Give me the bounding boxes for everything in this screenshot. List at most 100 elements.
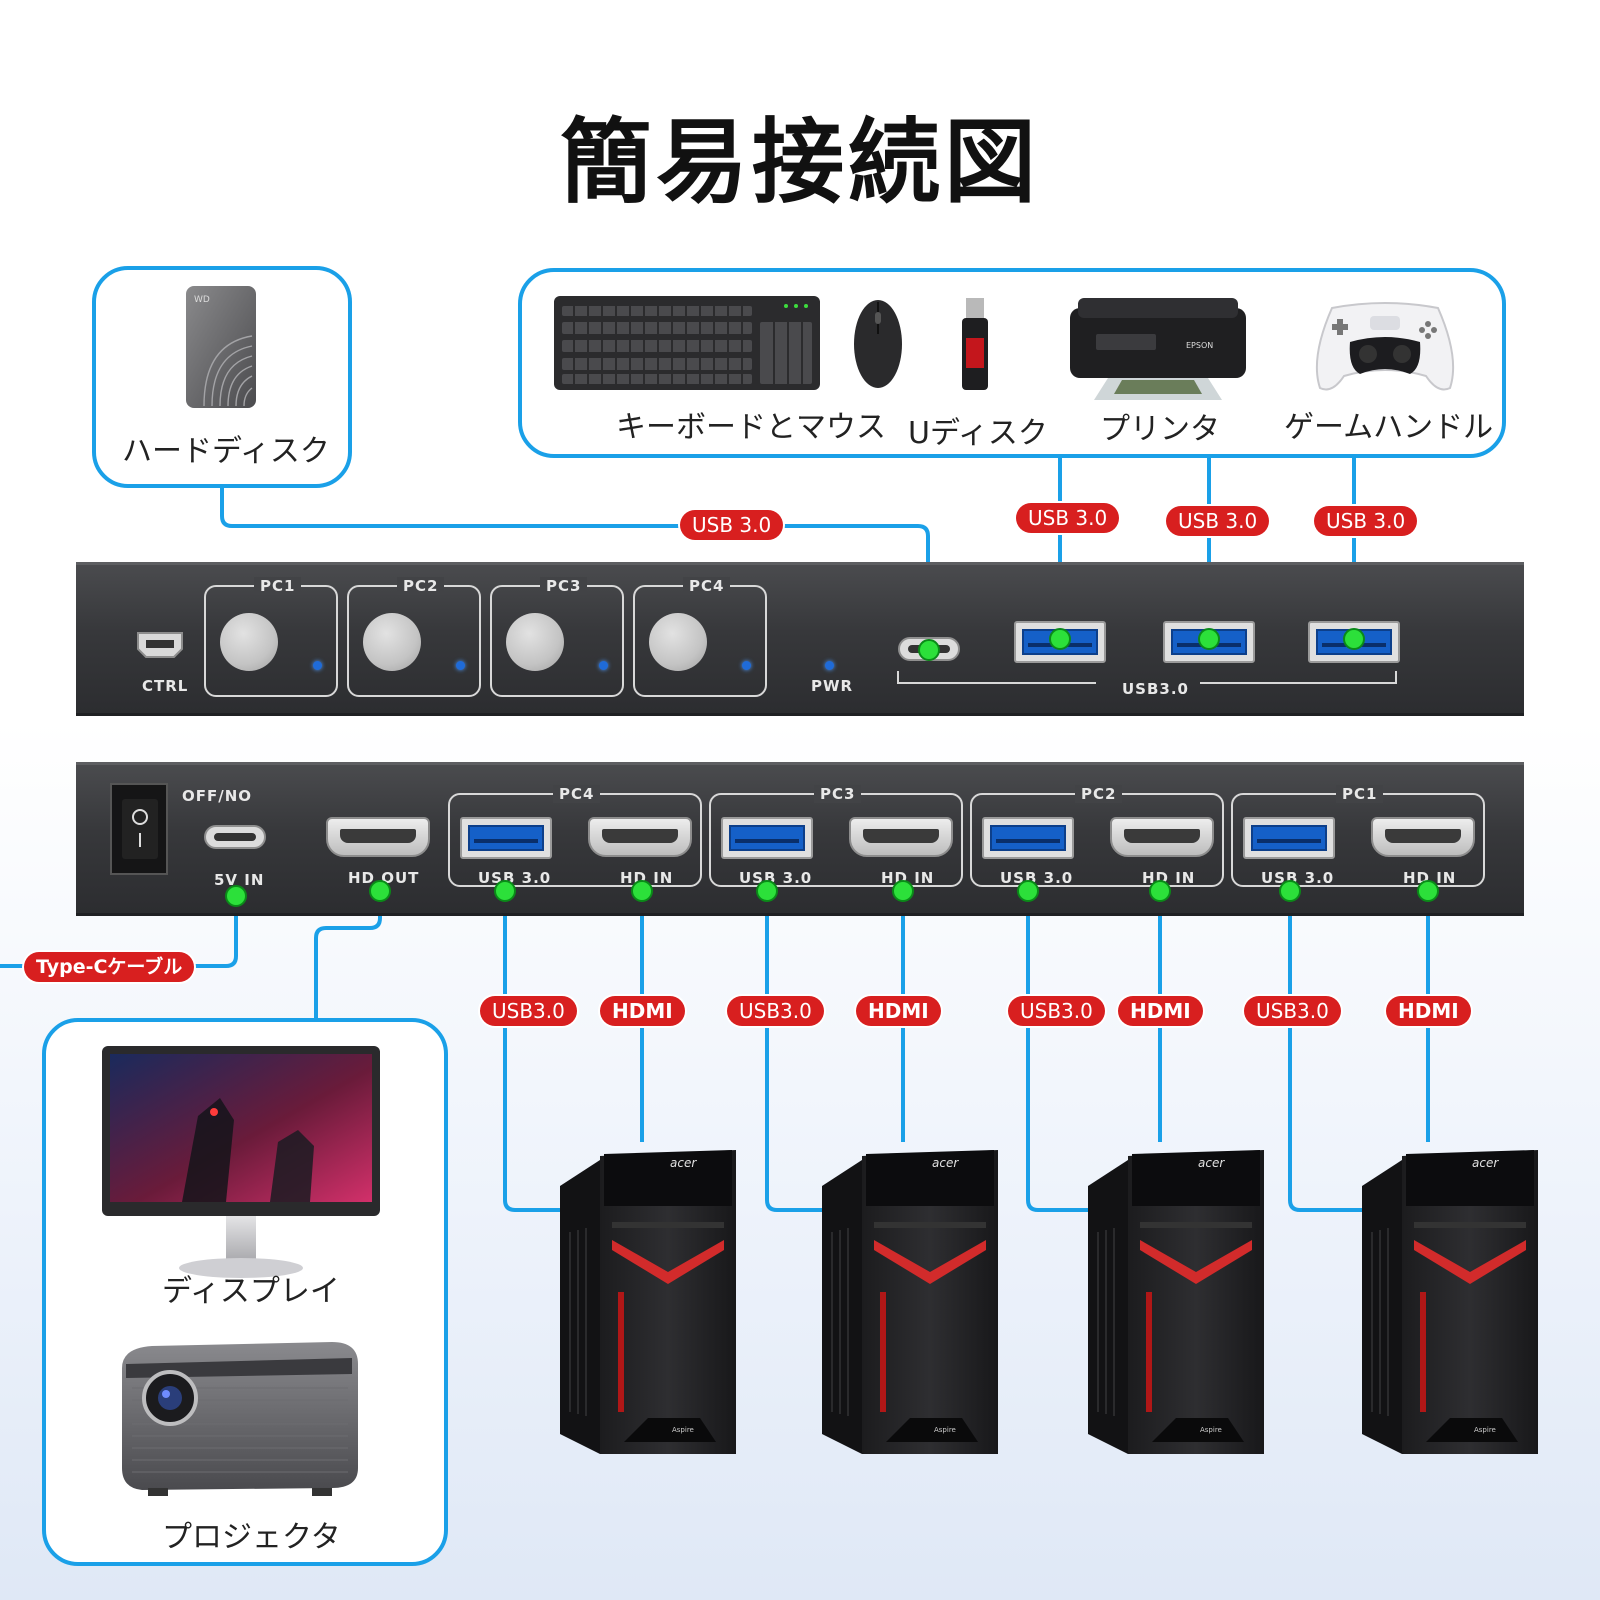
pc3-button-label: PC3 bbox=[540, 577, 588, 595]
hdd-icon: WD bbox=[186, 286, 256, 408]
pc1-led bbox=[313, 661, 322, 670]
ctrl-label: CTRL bbox=[142, 677, 189, 695]
tag-pc1-hdmi: HDMI bbox=[1386, 996, 1471, 1026]
pc4-input-label: PC4 bbox=[553, 785, 601, 803]
hdd-label: ハードディスク bbox=[122, 434, 330, 469]
power-switch[interactable] bbox=[110, 783, 168, 875]
usb-drive-icon bbox=[962, 298, 988, 390]
pc2-hdmi-port bbox=[1110, 817, 1214, 857]
pc2-usb-port bbox=[982, 817, 1074, 859]
pc4-model: Aspire bbox=[672, 1426, 694, 1434]
pc3-brand: acer bbox=[932, 1156, 959, 1170]
pc2-tower: acer Aspire bbox=[1088, 1142, 1264, 1454]
pc3-hdmi-port bbox=[849, 817, 953, 857]
projector-icon bbox=[122, 1342, 358, 1496]
peripherals-box: EPSON キーボードとマウス Uディスク プリンタ ゲームハンドル bbox=[518, 268, 1506, 458]
pc2-input-label: PC2 bbox=[1075, 785, 1123, 803]
pc1-usb-cable bbox=[1288, 892, 1362, 1212]
pc2-select-button[interactable] bbox=[363, 613, 421, 671]
pc1-usb-label: USB 3.0 bbox=[1261, 869, 1335, 887]
keyboard-icon bbox=[554, 296, 820, 390]
pc1-model: Aspire bbox=[1474, 1426, 1496, 1434]
pc3-usb-cable bbox=[765, 892, 822, 1212]
conn-dot-pc4-usb bbox=[494, 880, 516, 902]
conn-dot-usbc bbox=[918, 639, 940, 661]
tag-pc3-hdmi: HDMI bbox=[856, 996, 941, 1026]
pc4-tower: acer Aspire bbox=[560, 1142, 736, 1454]
tag-usb-1: USB 3.0 bbox=[1016, 503, 1120, 533]
pc4-select-button[interactable] bbox=[649, 613, 707, 671]
conn-dot-5vin bbox=[225, 885, 247, 907]
svg-text:EPSON: EPSON bbox=[1186, 341, 1213, 350]
conn-dot-pc1-hdmi bbox=[1417, 880, 1439, 902]
pc3-usb-label: USB 3.0 bbox=[739, 869, 813, 887]
monitor-icon bbox=[102, 1046, 380, 1278]
pc4-button-label: PC4 bbox=[683, 577, 731, 595]
pc4-usb-cable bbox=[503, 892, 560, 1212]
conn-dot-pc2-usb bbox=[1017, 880, 1039, 902]
printer-label: プリンタ bbox=[1100, 412, 1220, 447]
power-usbc-port bbox=[204, 825, 266, 849]
mini-usb-port bbox=[137, 632, 183, 658]
hd-out-label: HD OUT bbox=[348, 869, 420, 887]
display-label: ディスプレイ bbox=[162, 1274, 340, 1309]
conn-dot-hdout bbox=[369, 880, 391, 902]
hdd-cable bbox=[220, 482, 930, 646]
pc3-usb-port bbox=[721, 817, 813, 859]
conn-dot-pc2-hdmi bbox=[1149, 880, 1171, 902]
conn-dot-pc4-hdmi bbox=[631, 880, 653, 902]
pc1-hd-label: HD IN bbox=[1403, 869, 1457, 887]
tag-pc4-hdmi: HDMI bbox=[600, 996, 685, 1026]
conn-dot-pc3-hdmi bbox=[892, 880, 914, 902]
usb-group-label: USB3.0 bbox=[1122, 680, 1189, 698]
tag-pc4-usb: USB3.0 bbox=[480, 996, 577, 1026]
conn-dot-usb3 bbox=[1343, 628, 1365, 650]
pc1-usb-port bbox=[1243, 817, 1335, 859]
udisk-label: Uディスク bbox=[908, 416, 1048, 451]
tag-pc3-usb: USB3.0 bbox=[727, 996, 824, 1026]
pc4-brand: acer bbox=[670, 1156, 697, 1170]
tag-typec: Type-Cケーブル bbox=[24, 952, 195, 982]
pc1-tower-icon bbox=[1362, 1142, 1538, 1454]
tag-pc2-usb: USB3.0 bbox=[1008, 996, 1105, 1026]
front-panel: CTRL PC1 PC2 PC3 PC4 PWR USB3.0 bbox=[76, 562, 1524, 713]
hdmi-out-port bbox=[326, 817, 430, 857]
tag-pc2-hdmi: HDMI bbox=[1118, 996, 1203, 1026]
pc3-model: Aspire bbox=[934, 1426, 956, 1434]
conn-dot-usb1 bbox=[1049, 628, 1071, 650]
pc2-usb-label: USB 3.0 bbox=[1000, 869, 1074, 887]
pc4-tower-icon bbox=[560, 1142, 736, 1454]
projector-label: プロジェクタ bbox=[162, 1520, 341, 1555]
typec-cable bbox=[0, 892, 238, 968]
mouse-icon bbox=[854, 300, 902, 388]
tag-pc1-usb: USB3.0 bbox=[1244, 996, 1341, 1026]
pc3-select-button[interactable] bbox=[506, 613, 564, 671]
svg-text:WD: WD bbox=[194, 295, 210, 305]
conn-dot-pc1-usb bbox=[1279, 880, 1301, 902]
pc2-usb-cable bbox=[1026, 892, 1088, 1212]
switch-label: OFF/NO bbox=[182, 787, 253, 805]
pc3-tower-icon bbox=[822, 1142, 998, 1454]
conn-dot-pc3-usb bbox=[756, 880, 778, 902]
pc4-usb-port bbox=[460, 817, 552, 859]
pc1-hdmi-port bbox=[1371, 817, 1475, 857]
hdd-box: WD ハードディスク bbox=[92, 266, 352, 488]
pc2-model: Aspire bbox=[1200, 1426, 1222, 1434]
tag-usb-hdd: USB 3.0 bbox=[680, 510, 784, 540]
pc1-brand: acer bbox=[1472, 1156, 1499, 1170]
pc2-tower-icon bbox=[1088, 1142, 1264, 1454]
tag-usb-2: USB 3.0 bbox=[1166, 506, 1270, 536]
pc1-tower: acer Aspire bbox=[1362, 1142, 1538, 1454]
pc4-usb-label: USB 3.0 bbox=[478, 869, 552, 887]
pc1-select-button[interactable] bbox=[220, 613, 278, 671]
pc4-led bbox=[742, 661, 751, 670]
output-box: ディスプレイ プロジェクタ bbox=[42, 1018, 448, 1566]
printer-icon: EPSON bbox=[1070, 298, 1246, 400]
pc3-led bbox=[599, 661, 608, 670]
tag-usb-3: USB 3.0 bbox=[1314, 506, 1418, 536]
pc2-brand: acer bbox=[1198, 1156, 1225, 1170]
pwr-label: PWR bbox=[811, 677, 854, 695]
usb-group-bracket bbox=[897, 671, 1397, 684]
pc2-led bbox=[456, 661, 465, 670]
rear-panel: OFF/NO 5V IN HD OUT PC4 USB 3.0 HD IN PC… bbox=[76, 762, 1524, 913]
